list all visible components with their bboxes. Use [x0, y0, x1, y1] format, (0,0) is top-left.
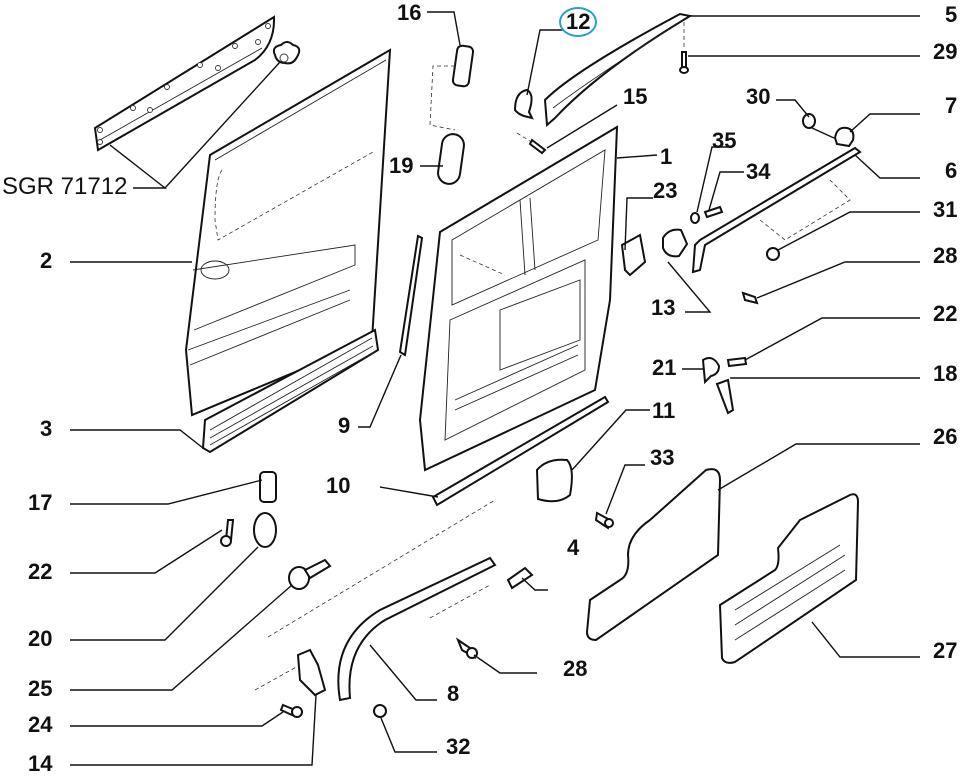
- callout-20[interactable]: 20: [28, 626, 53, 651]
- callout-19[interactable]: 19: [389, 153, 414, 178]
- cap-20[interactable]: [253, 512, 277, 548]
- callout-15[interactable]: 15: [623, 84, 648, 109]
- washer-35[interactable]: [690, 212, 700, 224]
- callout-32[interactable]: 32: [446, 734, 471, 759]
- callout-10[interactable]: 10: [326, 473, 351, 498]
- trim-strip[interactable]: [93, 15, 276, 152]
- callout-2[interactable]: 2: [40, 248, 53, 273]
- nut-30[interactable]: [802, 113, 816, 129]
- screw-33[interactable]: [594, 511, 614, 530]
- callout-24[interactable]: 24: [28, 712, 53, 737]
- hinge-13[interactable]: [662, 228, 689, 258]
- callout-3[interactable]: 3: [40, 416, 53, 441]
- curved-rail-8[interactable]: [337, 556, 497, 702]
- callout-18[interactable]: 18: [933, 361, 958, 386]
- callout-8[interactable]: 8: [447, 681, 460, 706]
- callout-12[interactable]: 12: [566, 9, 591, 34]
- callout-17[interactable]: 17: [28, 490, 53, 515]
- callout-29[interactable]: 29: [933, 39, 958, 64]
- callout-35[interactable]: 35: [712, 128, 737, 153]
- bracket-14[interactable]: [296, 648, 327, 697]
- callout-23[interactable]: 23: [653, 178, 678, 203]
- callout-22-left[interactable]: 22: [28, 559, 53, 584]
- vertical-seal[interactable]: [398, 234, 424, 357]
- striker-21[interactable]: [701, 357, 721, 385]
- callout-16[interactable]: 16: [397, 0, 422, 25]
- pad-16[interactable]: [451, 44, 475, 88]
- callout-13[interactable]: 13: [651, 295, 676, 320]
- arm-rail-6[interactable]: [691, 146, 862, 274]
- screw-22-right[interactable]: [726, 356, 748, 368]
- lower-rail[interactable]: [431, 395, 610, 507]
- callout-27[interactable]: 27: [933, 638, 958, 663]
- callout-4[interactable]: 4: [567, 535, 580, 560]
- trim-panel-26[interactable]: [585, 468, 722, 642]
- callout-9[interactable]: 9: [338, 413, 351, 438]
- bolt-28-upper[interactable]: [741, 291, 759, 305]
- screw-29[interactable]: [679, 51, 689, 74]
- callout-30[interactable]: 30: [746, 84, 771, 109]
- callout-25[interactable]: 25: [28, 676, 53, 701]
- roller-25[interactable]: [288, 558, 332, 590]
- trim-clip[interactable]: [272, 41, 301, 65]
- callout-34[interactable]: 34: [746, 159, 771, 184]
- nut-32[interactable]: [373, 704, 387, 718]
- callout-14[interactable]: 14: [28, 751, 53, 776]
- pad-19[interactable]: [437, 133, 466, 186]
- callout-33[interactable]: 33: [650, 445, 675, 470]
- callout-26[interactable]: 26: [933, 424, 958, 449]
- nut-31[interactable]: [766, 247, 780, 261]
- upper-rail[interactable]: [543, 12, 693, 128]
- callout-7[interactable]: 7: [945, 93, 958, 118]
- guide-7[interactable]: [833, 126, 855, 148]
- screw-15[interactable]: [528, 138, 547, 155]
- callout-22-right[interactable]: 22: [933, 301, 958, 326]
- pad-17[interactable]: [259, 471, 277, 503]
- bolt-34[interactable]: [703, 205, 724, 219]
- callout-6[interactable]: 6: [945, 158, 958, 183]
- sill-panel[interactable]: [201, 328, 380, 454]
- clip-4[interactable]: [506, 566, 534, 590]
- stop-block-11[interactable]: [535, 458, 573, 503]
- reference-code-label[interactable]: SGR 71712: [2, 173, 128, 200]
- outer-door-panel[interactable]: [184, 48, 392, 417]
- bolt-24[interactable]: [279, 703, 303, 718]
- pocket-panel-27[interactable]: [718, 493, 860, 664]
- screw-22-left[interactable]: [220, 519, 235, 547]
- callout-11[interactable]: 11: [652, 398, 676, 423]
- callout-5[interactable]: 5: [945, 2, 958, 27]
- leader-lines: [70, 11, 920, 766]
- cover-23[interactable]: [620, 233, 647, 277]
- catch-18[interactable]: [715, 378, 735, 415]
- bracket-12[interactable]: [513, 88, 534, 120]
- callout-31[interactable]: 31: [933, 197, 958, 222]
- callout-1[interactable]: 1: [660, 144, 673, 169]
- inner-door-frame[interactable]: [418, 125, 619, 472]
- callout-28-lower[interactable]: 28: [563, 656, 588, 681]
- callout-21[interactable]: 21: [652, 355, 677, 380]
- callout-28-upper[interactable]: 28: [933, 243, 958, 268]
